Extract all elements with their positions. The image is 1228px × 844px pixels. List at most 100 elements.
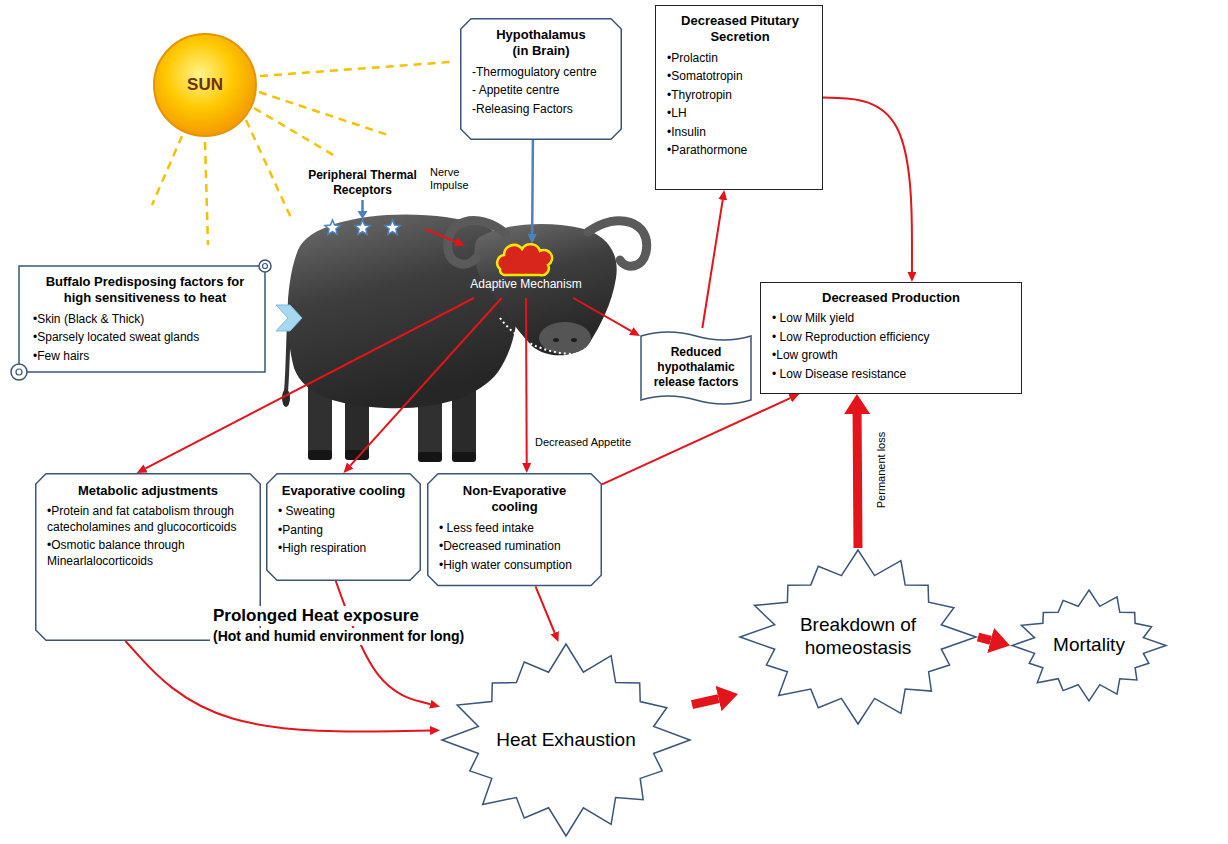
bullet-item: - Appetite centre [472,83,610,99]
bullet-item: • Less feed intake [439,521,590,537]
arrow-connector [823,98,912,273]
box-heading: Metabolic adjustments [47,483,249,499]
bullet-item: • Low Milk yield [772,311,1010,327]
bullet-item: •Osmotic balance through Minearlalocorti… [47,538,249,569]
sun-ray [260,62,450,76]
production-box: Decreased Production • Low Milk yield • Lo… [760,282,1022,394]
burst-border [1012,590,1166,701]
predisposing-scroll: Buffalo Predisposing factors for high se… [5,256,275,384]
bullet-item: •Panting [278,523,409,539]
bullet-item: •Sparsely located sweat glands [33,330,257,346]
arrow-connector [536,586,555,632]
bullet-item: • Low Disease resistance [772,367,1010,383]
edge-label: Permanent loss [875,430,888,510]
buffalo-necklace [500,318,600,354]
buffalo-nostril [571,338,577,342]
buffalo-hoof [308,450,332,460]
plaque-border [428,474,602,586]
bullet-item: •Few hairs [33,349,257,365]
sun-disc [154,34,256,136]
burst-label: Breakdown of homeostasis [783,614,933,660]
arrow-connector [573,298,631,331]
buffalo-horn [588,221,647,266]
note-label: (Hot and humid environment for long) [210,628,467,645]
receptor-pointer [361,200,364,212]
bullet-item: •Somatotropin [667,69,813,85]
brain-hub: Adaptive Mechanism [465,244,587,298]
sun-ray [254,108,335,156]
burst-label: Mortality [1053,634,1125,657]
bullet-item: •Protein and fat catabolism through cate… [47,504,249,535]
buffalo-hoof [418,452,442,462]
non-evaporative-box: Non-Evaporative cooling • Less feed intak… [427,473,602,586]
receptor-star [385,220,400,235]
burst-border [442,644,690,836]
bullet-item: •Parathormone [667,143,813,159]
bullet-item: •Insulin [667,125,813,141]
box-heading: Buffalo Predisposing factors for high se… [33,274,257,307]
pituitary-box: Decreased Pitutary Secretion •Prolactin •S… [655,5,823,190]
heat-exhaustion-burst: Heat Exhaustion [440,642,692,838]
note-label: Prolonged Heat exposure [210,606,422,626]
sun-ray [246,120,292,220]
sun-circle: SUN [152,32,258,138]
buffalo-muzzle [539,322,591,354]
bullet-item: •Thyrotropin [667,88,813,104]
connector-group [125,98,990,732]
scroll-roll [263,264,268,269]
arrow-connector [525,298,528,463]
box-heading: Decreased Pitutary Secretion [670,13,810,46]
bullet-item: •Prolactin [667,51,813,67]
buffalo-nostril [553,338,559,342]
scroll-roll [259,260,271,272]
ribbon-border [641,332,751,404]
bullet-item: • Sweating [278,504,409,520]
receptor-star [325,220,340,235]
box-border [761,283,1022,394]
burst-border [740,550,976,724]
arrow-connector [702,200,722,328]
sun-ray [152,136,182,205]
homeostasis-burst: Breakdown of homeostasis [738,548,978,726]
scroll-sheet [19,266,265,372]
bullet-item: •Low growth [772,348,1010,364]
buffalo-hoof [452,452,476,462]
edge-label: Nerve Impulse [428,166,482,192]
sun-ray [205,142,208,245]
receptor-pointer-head [358,211,368,219]
sun-label: SUN [187,75,223,95]
receptor-star [355,220,370,235]
chevron-pointer [276,305,302,331]
bullet-item: •Decreased rumination [439,539,590,555]
burst-label: Heat Exhaustion [496,729,635,752]
bullet-item: •LH [667,106,813,122]
box-border [656,6,823,190]
thermal-receptor-group: Peripheral Thermal Receptors [300,168,425,238]
release-factor-ribbon: Reduced hypothalamic release factors [640,328,752,408]
buffalo-horn [448,221,506,265]
evaporative-box: Evaporative cooling• Sweating•Panting•Hi… [266,473,421,581]
bullet-item: -Thermogulatory centre [472,65,610,81]
box-heading: Evaporative cooling [278,483,409,499]
plaque-border [267,474,421,581]
hub-label: Adaptive Mechanism [465,277,587,292]
box-heading: Decreased Production [772,290,1010,306]
edge-label: Decreased Appetite [533,436,633,449]
mortality-burst: Mortality [1010,588,1168,703]
scroll-roll [11,364,27,380]
box-heading: Hypothalamus (in Brain) [491,27,591,60]
arrow-connector [853,414,863,548]
box-heading: Non-Evaporative cooling [439,483,590,516]
plaque-border [461,19,622,140]
arrow-connector [125,641,430,732]
receptor-label: Peripheral Thermal Receptors [304,168,422,198]
sun-ray [259,92,388,135]
arrow-connector [350,298,501,466]
arrow-connector [531,140,534,234]
bullet-item: • Low Reproduction efficiency [772,330,1010,346]
scroll-roll [16,369,22,375]
arrow-connector [692,699,719,705]
bullet-item: -Releasing Factors [472,102,610,118]
arrow-connector [425,229,456,242]
